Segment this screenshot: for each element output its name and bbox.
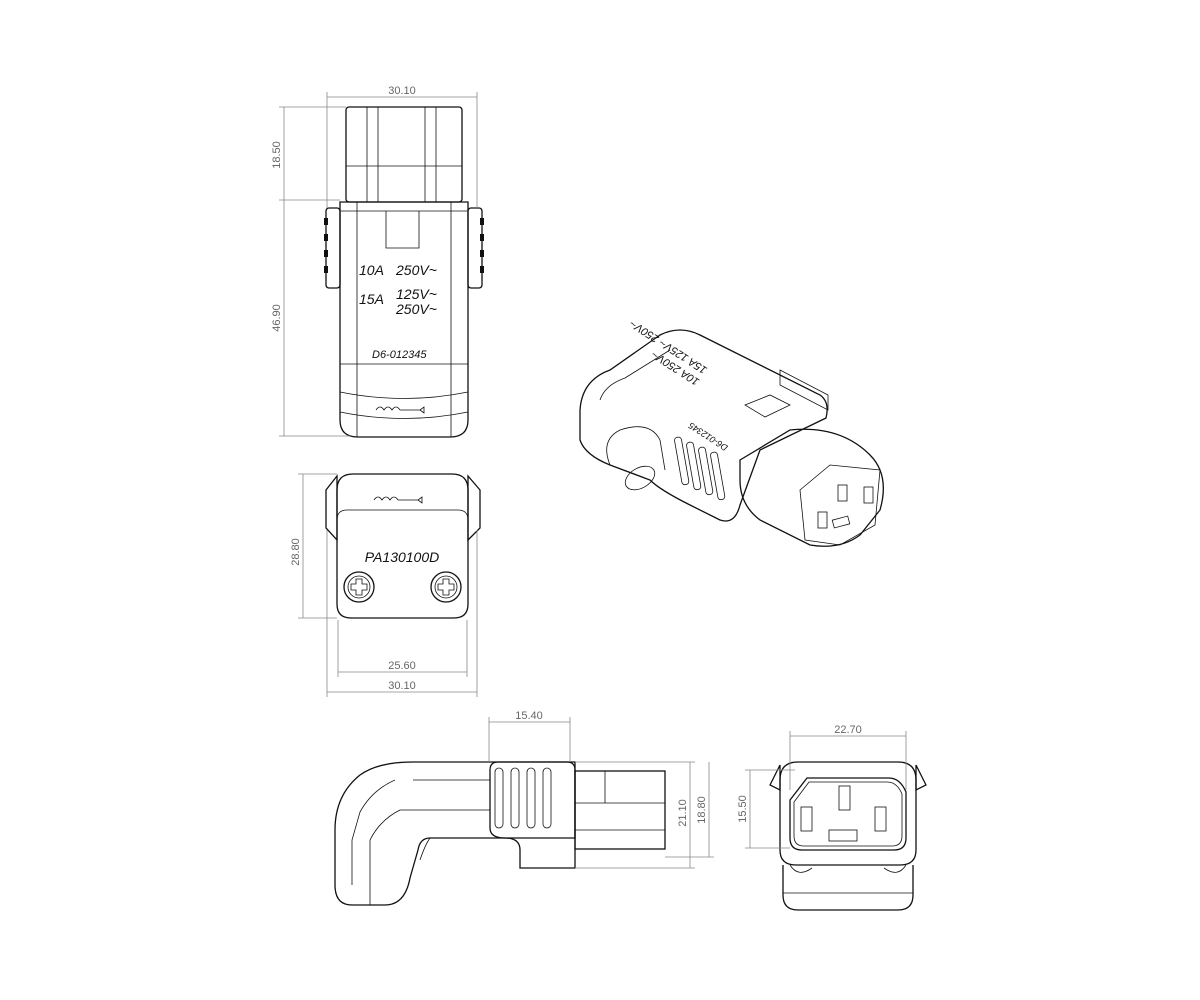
- svg-text:18.80: 18.80: [696, 796, 708, 824]
- svg-text:25.60: 25.60: [388, 660, 416, 672]
- isometric-view: 10A 250V~ 15A 125V~ 250V~ D6-012345: [579, 317, 884, 547]
- screw-right-icon: [430, 571, 462, 603]
- rating-2-voltage-a: 125V~: [396, 286, 437, 302]
- svg-text:46.90: 46.90: [271, 304, 283, 332]
- dimension-inner-width: 25.60: [337, 620, 468, 677]
- top-view: 10A 250V~ 15A 125V~ 250V~ D6-012345 30.1…: [271, 85, 484, 438]
- dimension-body-length: 46.90: [271, 200, 350, 437]
- rating-1-current: 10A: [359, 262, 384, 278]
- dimension-front-width: 22.70: [789, 724, 907, 790]
- iso-code: D6-012345: [686, 420, 730, 453]
- svg-text:30.10: 30.10: [388, 680, 416, 692]
- front-view: 22.70 15.50: [737, 724, 927, 911]
- svg-text:15.40: 15.40: [515, 710, 543, 722]
- side-view: 15.40 21.10 18.80: [334, 710, 714, 906]
- svg-text:22.70: 22.70: [834, 724, 862, 736]
- rating-2-current: 15A: [359, 291, 384, 307]
- dimension-plug-length: 18.50: [271, 106, 346, 201]
- dimension-height-inner: 18.80: [665, 762, 714, 858]
- dimension-height-outer: 21.10: [575, 761, 695, 869]
- end-view: PA130100D 28.80 25.60 30.10: [290, 473, 481, 697]
- dimension-outer-width: 30.10: [326, 530, 478, 697]
- dimension-front-height: 15.50: [737, 769, 795, 849]
- part-number: PA130100D: [365, 549, 439, 565]
- dimension-end-height: 28.80: [290, 473, 337, 619]
- rating-1-voltage: 250V~: [395, 262, 437, 278]
- svg-text:30.10: 30.10: [388, 85, 416, 97]
- dimension-top-width: 30.10: [326, 85, 478, 208]
- dimension-grip-length: 15.40: [488, 710, 571, 762]
- logo-icon: [373, 496, 423, 504]
- code-label: D6-012345: [372, 349, 427, 361]
- rating-2-voltage-b: 250V~: [395, 301, 437, 317]
- svg-text:18.50: 18.50: [271, 141, 283, 169]
- screw-left-icon: [343, 571, 375, 603]
- svg-text:21.10: 21.10: [677, 799, 689, 827]
- svg-text:28.80: 28.80: [290, 538, 302, 566]
- grip-ribs: [674, 436, 726, 501]
- logo-icon: [375, 406, 425, 414]
- svg-text:15.50: 15.50: [737, 795, 749, 823]
